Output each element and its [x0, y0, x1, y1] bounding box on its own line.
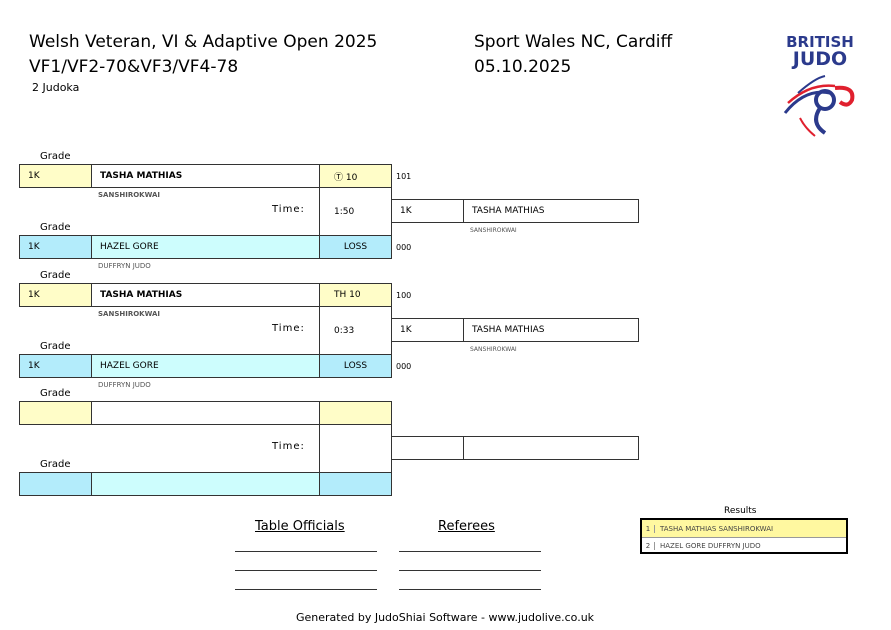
blue-grade: 1K — [19, 235, 92, 259]
signature-line[interactable] — [235, 570, 377, 571]
signature-line[interactable] — [399, 551, 541, 552]
logo-text-1: BRITISH — [786, 33, 854, 51]
white-name[interactable]: TASHA MATHIAS — [91, 164, 320, 188]
white-grade: 1K — [19, 164, 92, 188]
result-rank: 2 — [642, 542, 655, 550]
venue: Sport Wales NC, Cardiff — [474, 32, 673, 52]
footer: Generated by JudoShiai Software - www.ju… — [296, 611, 595, 624]
british-judo-logo: BRITISH JUDO — [780, 34, 860, 142]
referees-heading: Referees — [438, 519, 495, 534]
blue-club: DUFFRYN JUDO — [98, 262, 151, 270]
judoka-emblem-icon — [783, 75, 855, 137]
result-rank: 1 — [642, 524, 655, 533]
match-time — [319, 424, 392, 473]
tournament-title: Welsh Veteran, VI & Adaptive Open 2025 — [29, 32, 378, 52]
white-club: SANSHIROKWAI — [98, 191, 161, 199]
results-title: Results — [724, 506, 757, 516]
time-label: Time: — [272, 441, 305, 452]
white-points: 101 — [396, 172, 412, 181]
blue-name[interactable]: HAZEL GORE — [91, 235, 320, 259]
white-grade — [19, 401, 92, 425]
match-time: 1:50 — [319, 187, 392, 236]
blue-score — [319, 472, 392, 496]
result-text: HAZEL GORE DUFFRYN JUDO — [660, 542, 761, 550]
winner-grade: 1K — [391, 199, 464, 223]
winner-grade: 1K — [391, 318, 464, 342]
category: VF1/VF2-70&VF3/VF4-78 — [29, 57, 239, 77]
blue-grade — [19, 472, 92, 496]
grade-label: Grade — [40, 388, 71, 399]
table-officials-heading: Table Officials — [255, 519, 345, 534]
signature-line[interactable] — [235, 589, 377, 590]
time-label: Time: — [272, 204, 305, 215]
white-name[interactable] — [91, 401, 320, 425]
result-row: 2 HAZEL GORE DUFFRYN JUDO — [642, 538, 846, 554]
blue-name[interactable] — [91, 472, 320, 496]
time-label: Time: — [272, 323, 305, 334]
white-name[interactable]: TASHA MATHIAS — [91, 283, 320, 307]
blue-score: LOSS — [319, 235, 392, 259]
winner-grade — [391, 436, 464, 460]
grade-label: Grade — [40, 341, 71, 352]
grade-label: Grade — [40, 151, 71, 162]
blue-points: 000 — [396, 362, 412, 371]
white-score — [319, 401, 392, 425]
white-score: TH 10 — [319, 283, 392, 307]
blue-name[interactable]: HAZEL GORE — [91, 354, 320, 378]
winner-club: SANSHIROKWAI — [470, 227, 517, 234]
result-row: 1 TASHA MATHIAS SANSHIROKWAI — [642, 520, 846, 538]
grade-label: Grade — [40, 459, 71, 470]
white-club: SANSHIROKWAI — [98, 310, 161, 318]
blue-club: DUFFRYN JUDO — [98, 381, 151, 389]
match-time: 0:33 — [319, 306, 392, 355]
winner-name[interactable]: TASHA MATHIAS — [463, 318, 639, 342]
signature-line[interactable] — [235, 551, 377, 552]
grade-label: Grade — [40, 222, 71, 233]
white-score: Ⓣ 10 — [319, 164, 392, 188]
results-table: 1 TASHA MATHIAS SANSHIROKWAI 2 HAZEL GOR… — [640, 518, 848, 554]
winner-name[interactable] — [463, 436, 639, 460]
date: 05.10.2025 — [474, 57, 572, 77]
winner-club: SANSHIROKWAI — [470, 346, 517, 353]
logo-text-2: JUDO — [792, 48, 848, 70]
grade-label: Grade — [40, 270, 71, 281]
white-grade: 1K — [19, 283, 92, 307]
blue-points: 000 — [396, 243, 412, 252]
result-text: TASHA MATHIAS SANSHIROKWAI — [660, 524, 774, 533]
judoka-count: 2 Judoka — [32, 81, 80, 94]
signature-line[interactable] — [399, 589, 541, 590]
white-points: 100 — [396, 291, 412, 300]
blue-grade: 1K — [19, 354, 92, 378]
blue-score: LOSS — [319, 354, 392, 378]
winner-name[interactable]: TASHA MATHIAS — [463, 199, 639, 223]
signature-line[interactable] — [399, 570, 541, 571]
